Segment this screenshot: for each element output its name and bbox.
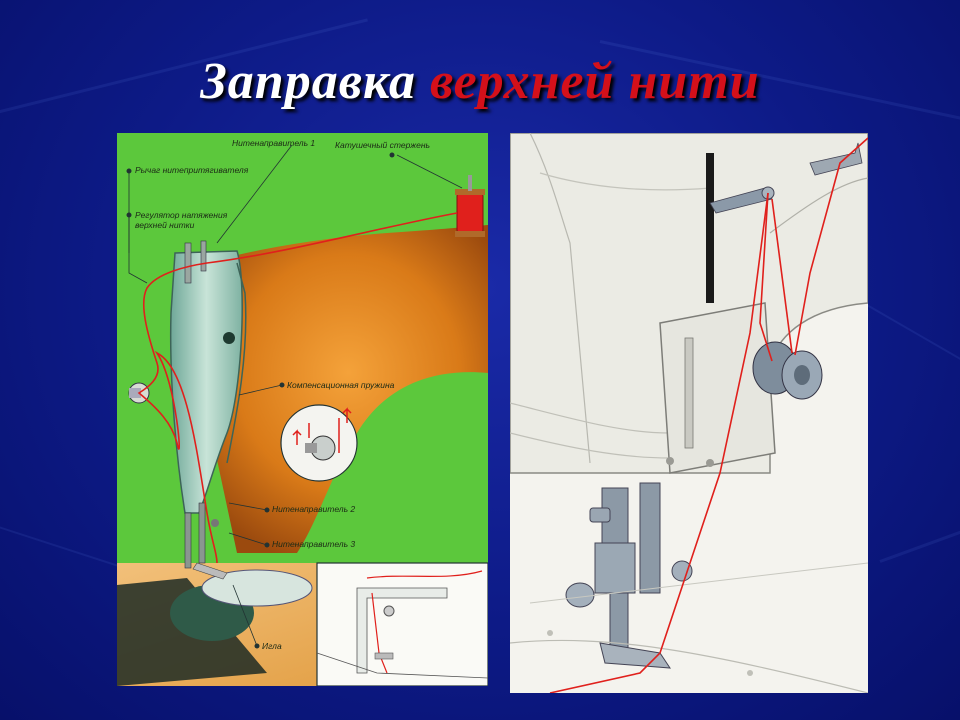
- label-tension-regulator: Регулятор натяжения: [135, 210, 228, 220]
- label-thread-guide-2: Нитенаправитель 2: [272, 504, 356, 514]
- label-take-up-lever: Рычаг нитепритягивателя: [135, 165, 249, 175]
- face-plate: [659, 302, 776, 474]
- background-streak: [859, 300, 960, 402]
- presser-bar: [198, 502, 206, 564]
- title-part-red: верхней нити: [430, 53, 760, 110]
- arrow-up-icon: [292, 429, 302, 445]
- thumb-screw-icon: [565, 582, 595, 608]
- arrow-up-icon: [342, 407, 352, 423]
- sewing-machine-illustration: [117, 144, 488, 686]
- screw-icon: [666, 457, 674, 465]
- background-streak: [879, 491, 960, 563]
- screw-icon: [223, 332, 235, 344]
- left-threading-diagram: Нитенаправитель 1 Катушечный стержень Ры…: [117, 133, 488, 686]
- presser-foot: [192, 562, 228, 580]
- upper-thread-path: [549, 137, 868, 693]
- right-threading-photo: [510, 133, 868, 693]
- label-thread-guide-3: Нитенаправитель 3: [272, 539, 356, 549]
- needle-plate: [201, 569, 313, 607]
- thumb-screw-icon: [671, 560, 693, 582]
- upper-thread-path: [137, 212, 458, 564]
- label-needle: Игла: [262, 641, 282, 651]
- machine-closeup-illustration: [510, 133, 868, 693]
- thread-guide: [809, 142, 863, 176]
- take-up-slot: [706, 153, 714, 303]
- needle-bar: [639, 482, 661, 594]
- label-thread-guide-1: Нитенаправитель 1: [232, 138, 316, 148]
- label-spool-pin: Катушечный стержень: [335, 140, 431, 150]
- label-compensation-spring: Компенсационная пружина: [287, 380, 395, 390]
- presser-foot: [599, 642, 671, 669]
- machine-arm: [177, 225, 488, 553]
- title-part-white: Заправка: [200, 53, 416, 110]
- needle-bar: [184, 512, 192, 569]
- label-tension-regulator-2: верхней нитки: [135, 220, 195, 230]
- rod: [184, 242, 192, 284]
- detail-inset: [316, 562, 488, 686]
- screw-icon: [706, 459, 714, 467]
- slide-title: Заправка верхней нити: [0, 52, 960, 111]
- spool-icon: [456, 192, 484, 234]
